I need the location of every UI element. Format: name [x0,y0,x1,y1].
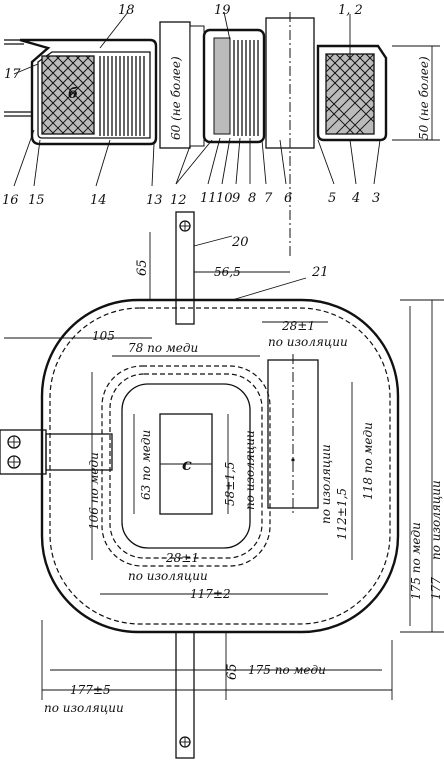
callout-16: 16 [2,193,19,208]
middle-coil-shell [202,28,266,144]
dim-175-copper-v: 175 по меди [409,522,423,600]
callout-13: 13 [146,193,163,208]
callout-21: 21 [311,265,329,280]
dim-112-value: 112±1,5 [335,488,349,540]
dim-56-5: 56,5 [214,265,241,279]
spacer-gap [189,25,205,147]
dim-177-value-h: 177±5 [70,683,111,697]
callout-15: 15 [28,193,45,208]
dim-63-copper: 63 по меди [139,430,153,500]
inner-coil-dashed-1 [101,365,271,567]
callout-17: 17 [4,67,21,82]
callout-19: 19 [214,3,231,18]
dim-58-value: 58±1,5 [223,462,237,506]
dim-177-label-v: по изоляции [429,480,443,560]
callout-9: 9 [232,191,240,206]
dim-58-label: по изоляции [243,430,257,510]
dim-28-bottom-value: 28±1 [165,551,199,565]
dim-28-top-value: 28±1 [281,319,315,333]
right-winding-hatch [325,53,375,135]
callout-18: 18 [118,3,135,18]
callout-8: 8 [248,191,256,206]
left-terminal-strap [45,433,113,471]
middle-hatched-winding [213,37,231,135]
outer-coil-outline [40,298,400,634]
dim-112-label: по изоляции [319,444,333,524]
left-coil-inner-shell [37,51,151,139]
dim-105: 105 [92,329,115,343]
dim-177-label-h: по изоляции [44,701,124,715]
top-terminal [175,211,195,325]
left-terminal [0,429,47,475]
callout-leaders [13,11,381,187]
outer-coil-dashed [49,307,391,625]
left-coil-shell [19,38,158,146]
inner-coil-dashed-2 [109,373,263,559]
left-layer-lines [99,56,145,136]
label-c: с [182,455,192,474]
dim-60: 60 (не более) [169,56,183,140]
callout-14: 14 [90,193,107,208]
dim-50: 50 (не более) [417,56,431,140]
dim-175-copper-h: 175 по меди [248,663,326,677]
dim-117: 117±2 [190,587,231,601]
dim-177-tol-v: 177 [429,577,443,600]
callout-1-2: 1, 2 [338,3,363,18]
callout-20: 20 [231,235,249,250]
bottom-terminal [175,631,195,759]
dim-106-copper: 106 по меди [87,452,101,530]
middle-layer-lines [233,40,259,136]
callout-3: 3 [372,191,380,206]
callout-11: 11 [200,191,217,206]
left-winding-hatch [41,55,95,135]
label-b: б [68,86,78,102]
right-coil-shell [316,44,388,142]
callout-10: 10 [216,191,233,206]
callout-4: 4 [351,191,360,206]
callout-6: 6 [284,191,292,206]
dim-65-top: 65 [135,259,150,276]
callout-7: 7 [264,191,273,206]
section-view: 18 19 1, 2 17 16 15 14 13 12 11 10 9 8 7… [2,3,440,258]
right-hatched-winding [325,53,375,135]
dim-78-copper: 78 по меди [128,341,198,355]
dim-28-top-label: по изоляции [268,335,348,349]
dim-28-bottom-label: по изоляции [128,569,208,583]
callout-5: 5 [328,191,336,206]
plan-view: 20 65 56,5 21 с [0,211,444,759]
dim-118-copper: 118 по меди [361,422,375,500]
dim-65-bottom: 65 [225,663,240,680]
callout-12: 12 [170,193,187,208]
